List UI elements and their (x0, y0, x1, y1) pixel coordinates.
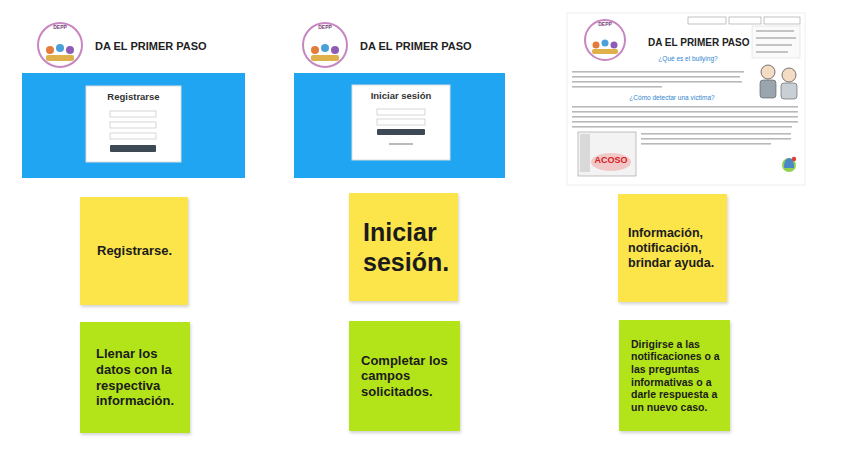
illustration-shape (572, 126, 792, 128)
illustration-shape (572, 111, 798, 113)
illustration-shape (756, 44, 792, 46)
illustration-shape (572, 81, 742, 83)
note-text: Completar los campos solicitados. (361, 353, 452, 400)
note-text: Iniciar sesión. (363, 217, 452, 277)
input-field (377, 109, 425, 115)
illustration-shape (580, 134, 590, 172)
logo-figure (321, 44, 329, 52)
illustration-shape (782, 68, 796, 82)
logo-text: DEPP (318, 25, 332, 31)
section-heading: ¿Cómo detectar una víctima? (629, 94, 714, 101)
logo-figure (311, 46, 319, 54)
illustration-shape (641, 138, 791, 140)
logo-figure (66, 46, 74, 54)
illustration-shape (591, 153, 631, 171)
sticky-note: Dirigirse a las notificaciones o a las p… (619, 320, 730, 431)
logo-figure (46, 46, 54, 54)
dropdown-menu (752, 26, 800, 58)
logo-figure (593, 42, 600, 49)
illustration-shape (572, 116, 798, 118)
form-card (86, 86, 181, 162)
nav-button (729, 17, 761, 24)
illustration-shape (792, 157, 796, 161)
form-heading: Registrarse (107, 92, 159, 102)
sticky-note: Iniciar sesión. (349, 193, 458, 301)
poster-image (578, 132, 636, 176)
logo-text: DEPP (53, 25, 67, 31)
poster-text: ACOSO (594, 156, 627, 166)
illustration-shape (641, 143, 771, 145)
illustration-shape (781, 83, 797, 99)
site-title: DA EL PRIMER PASO (95, 40, 207, 52)
input-field (110, 133, 156, 139)
input-field (110, 111, 156, 117)
nav-dropdown (764, 17, 800, 24)
sticky-note: Registrarse. (80, 197, 188, 305)
note-text: Dirigirse a las notificaciones o a las p… (631, 338, 722, 414)
illustration-shape (572, 76, 740, 78)
logo-circle (303, 23, 347, 67)
logo-circle (38, 23, 82, 67)
sticky-note: Llenar los datos con la respectiva infor… (80, 322, 190, 433)
register-screenshot (22, 23, 245, 178)
form-card (352, 85, 450, 160)
illustration-shape (641, 133, 791, 135)
logo-figure (611, 42, 618, 49)
input-field (377, 119, 425, 125)
note-text: Información, notificación, brindar ayuda… (628, 226, 721, 271)
logo-table (311, 55, 339, 61)
illustration-shape (756, 37, 796, 39)
home-screenshot (567, 13, 805, 185)
logo-figure (56, 44, 64, 52)
logo-table (46, 55, 74, 61)
bell-icon (782, 157, 796, 172)
illustration-shape (572, 71, 744, 73)
illustration-shape (572, 106, 798, 108)
nav-button (688, 17, 726, 24)
cartoon-figures (760, 65, 797, 99)
blue-band (22, 73, 245, 178)
menu-lines (756, 30, 796, 53)
site-title: DA EL PRIMER PASO (648, 37, 750, 48)
note-text: Llenar los datos con la respectiva infor… (96, 346, 182, 408)
illustration-shape (578, 132, 636, 176)
illustration-shape (756, 51, 788, 53)
logo-text: DEPP (598, 22, 612, 28)
illustration-shape (756, 30, 794, 32)
form-heading: Iniciar sesión (371, 91, 432, 101)
form-button (377, 129, 425, 135)
logo-table (592, 49, 618, 54)
section-heading: ¿Qué es el bullying? (658, 55, 717, 62)
form-link (389, 143, 413, 145)
illustration-shape (761, 65, 775, 79)
logo-figure (331, 46, 339, 54)
illustration-shape (572, 86, 662, 88)
login-screenshot (294, 23, 505, 178)
logo-figure (602, 40, 609, 47)
note-text: Registrarse. (97, 243, 172, 259)
blue-band (294, 73, 505, 178)
site-title: DA EL PRIMER PASO (360, 40, 472, 52)
logo-circle (585, 20, 625, 60)
illustration-shape (760, 80, 776, 98)
input-field (110, 122, 156, 128)
form-button (110, 145, 156, 152)
sticky-note: Información, notificación, brindar ayuda… (618, 194, 727, 302)
sticky-note: Completar los campos solicitados. (349, 321, 460, 431)
page-frame (567, 13, 805, 185)
illustration-shape (572, 121, 798, 123)
